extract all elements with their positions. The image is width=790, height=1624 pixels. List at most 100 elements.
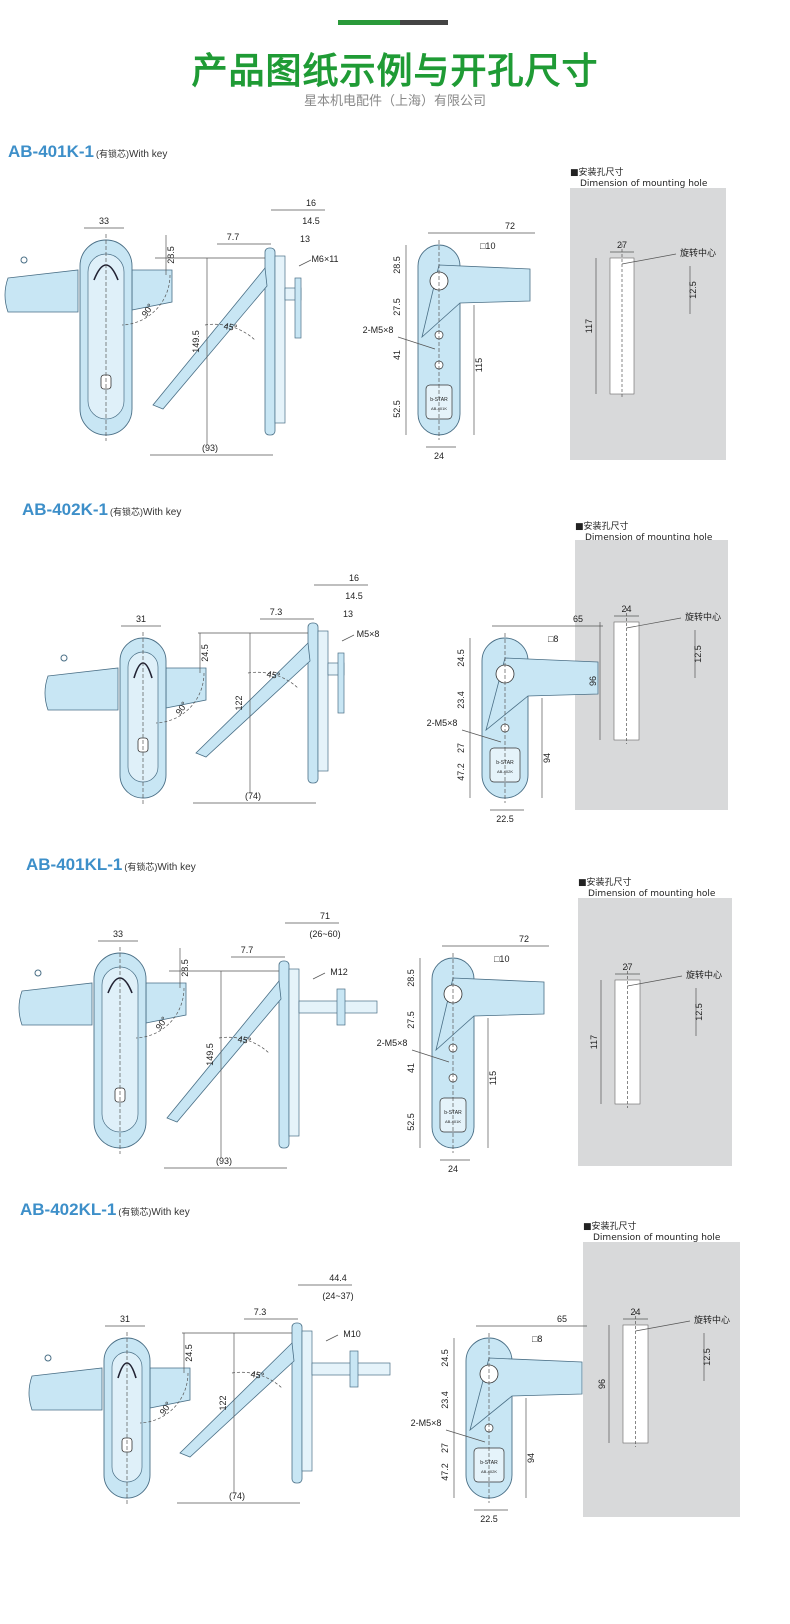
rear-view: b-STARAB-402K65□824.523.42747.22-M5×8942… bbox=[411, 1314, 587, 1524]
screw-spec-label: 2-M5×8 bbox=[427, 718, 458, 728]
model-number: AB-402KL-1 bbox=[20, 1200, 117, 1219]
lever-open bbox=[195, 642, 311, 758]
rear-view: b-STARAB-401K72□1028.527.54152.52-M5×811… bbox=[377, 934, 549, 1174]
dim-depth-label: (93) bbox=[202, 443, 218, 453]
lock-plate bbox=[473, 1447, 505, 1483]
dim-width-label: 31 bbox=[136, 614, 146, 624]
dim-flange-label: 7.3 bbox=[254, 1307, 267, 1317]
dim-body-label: 13 bbox=[343, 609, 353, 619]
caption-en: Dimension of mounting hole bbox=[580, 179, 708, 189]
lock-cam bbox=[349, 1350, 359, 1388]
lock-cam bbox=[294, 277, 302, 339]
screw-hole-upper bbox=[484, 1423, 494, 1433]
thread-label: M12 bbox=[330, 967, 348, 977]
lock-plate bbox=[489, 747, 521, 783]
page-title: 产品图纸示例与开孔尺寸 bbox=[191, 51, 599, 92]
dim-bottom-label: 24 bbox=[448, 1164, 458, 1174]
lock-core-note: (有锁芯) bbox=[95, 149, 129, 159]
dim-width-label: 72 bbox=[519, 934, 529, 944]
dim-b-label: 27.5 bbox=[392, 298, 402, 316]
latch-bar bbox=[435, 977, 545, 1052]
threaded-shaft bbox=[311, 1362, 391, 1376]
dim-d-label: 47.2 bbox=[456, 763, 466, 781]
caption-zh: ■安装孔尺寸 bbox=[578, 878, 632, 888]
company-name: 星本机电配件（上海）有限公司 bbox=[303, 94, 486, 109]
dim-c-label: 27 bbox=[456, 743, 466, 753]
dim-e-label: 115 bbox=[474, 358, 484, 372]
screw-hole-upper bbox=[448, 1043, 458, 1053]
screw-hole-upper bbox=[500, 723, 510, 733]
lock-core-note: (有锁芯) bbox=[118, 1207, 152, 1217]
dim-e-label: 94 bbox=[542, 753, 552, 763]
side-view: 45°122(74)7.344.4(24~37)M10 bbox=[177, 1273, 391, 1504]
mounting-hole-panel bbox=[575, 540, 728, 810]
latch-bar bbox=[469, 1357, 583, 1432]
lock-core-note: (有锁芯) bbox=[124, 862, 158, 872]
dim-depth-label: (93) bbox=[216, 1156, 232, 1166]
screw-hole-lower bbox=[500, 753, 510, 763]
latch-bar bbox=[421, 264, 531, 339]
dim-width-label: 65 bbox=[557, 1314, 567, 1324]
model-mark: AB-401K bbox=[445, 1119, 461, 1124]
plate-body bbox=[288, 968, 300, 1137]
side-view: 45°149.5(93)7.771(26~60)M12 bbox=[164, 911, 378, 1169]
plate-body bbox=[301, 1330, 313, 1472]
rotation-angle-label: 90° bbox=[174, 700, 190, 717]
dim-height-label: 149.5 bbox=[205, 1043, 215, 1066]
handle-left-wing bbox=[28, 1367, 103, 1411]
dim-overall-label: 44.4 bbox=[329, 1273, 347, 1283]
lever-open bbox=[152, 267, 268, 410]
with-key-label: With key bbox=[142, 507, 182, 518]
model-number: AB-401K-1 bbox=[8, 142, 94, 161]
handle-grip bbox=[101, 966, 139, 1133]
plate-flange bbox=[264, 247, 276, 436]
caption-zh: ■安装孔尺寸 bbox=[575, 522, 629, 532]
plate-flange bbox=[278, 960, 290, 1149]
model-heading: AB-401K-1(有锁芯)With key bbox=[8, 142, 167, 162]
square-size-label: □8 bbox=[532, 1334, 542, 1344]
threaded-shaft bbox=[298, 1000, 378, 1014]
dim-a-label: 28.5 bbox=[392, 256, 402, 274]
caption-en: Dimension of mounting hole bbox=[593, 1233, 721, 1243]
dim-b-label: 23.4 bbox=[440, 1391, 450, 1409]
dim-a-label: 28.5 bbox=[406, 969, 416, 987]
dim-height-label: 122 bbox=[218, 1395, 228, 1410]
mounting-hole-panel bbox=[583, 1242, 740, 1517]
dim-d-label: 52.5 bbox=[406, 1113, 416, 1131]
rotation-arc bbox=[121, 274, 171, 326]
pivot-hole bbox=[44, 1354, 52, 1362]
screw-spec-label: 2-M5×8 bbox=[411, 1418, 442, 1428]
with-key-label: With key bbox=[157, 862, 196, 873]
caption-zh: ■安装孔尺寸 bbox=[570, 168, 624, 178]
dim-b-label: 23.4 bbox=[456, 691, 466, 709]
rotation-arc bbox=[139, 1372, 189, 1424]
handle-body bbox=[93, 952, 147, 1149]
leader-line bbox=[341, 634, 355, 642]
rotation-angle-label: 90° bbox=[140, 302, 156, 319]
plate-body bbox=[274, 255, 286, 424]
dim-e-label: 115 bbox=[488, 1071, 498, 1085]
model-number: AB-402K-1 bbox=[22, 500, 108, 519]
pivot-hole bbox=[20, 256, 28, 264]
thread-label: M5×8 bbox=[357, 629, 380, 639]
handle-left-wing bbox=[18, 982, 93, 1026]
caption-zh: ■安装孔尺寸 bbox=[583, 1222, 637, 1232]
screw-hole-lower bbox=[448, 1073, 458, 1083]
model-heading: AB-402KL-1(有锁芯)With key bbox=[20, 1200, 190, 1220]
dim-a-label: 24.5 bbox=[456, 649, 466, 667]
rear-housing bbox=[465, 1337, 513, 1499]
rear-housing bbox=[481, 637, 529, 799]
open-angle-label: 45° bbox=[237, 1034, 253, 1046]
lever-open bbox=[179, 1342, 295, 1458]
leader-line bbox=[397, 336, 436, 350]
with-key-label: With key bbox=[128, 149, 168, 160]
lock-core-note: (有锁芯) bbox=[109, 507, 143, 517]
handle-grip bbox=[111, 1351, 143, 1483]
screw-hole-lower bbox=[434, 360, 444, 370]
square-size-label: □10 bbox=[480, 241, 495, 251]
square-drive bbox=[443, 984, 463, 1004]
